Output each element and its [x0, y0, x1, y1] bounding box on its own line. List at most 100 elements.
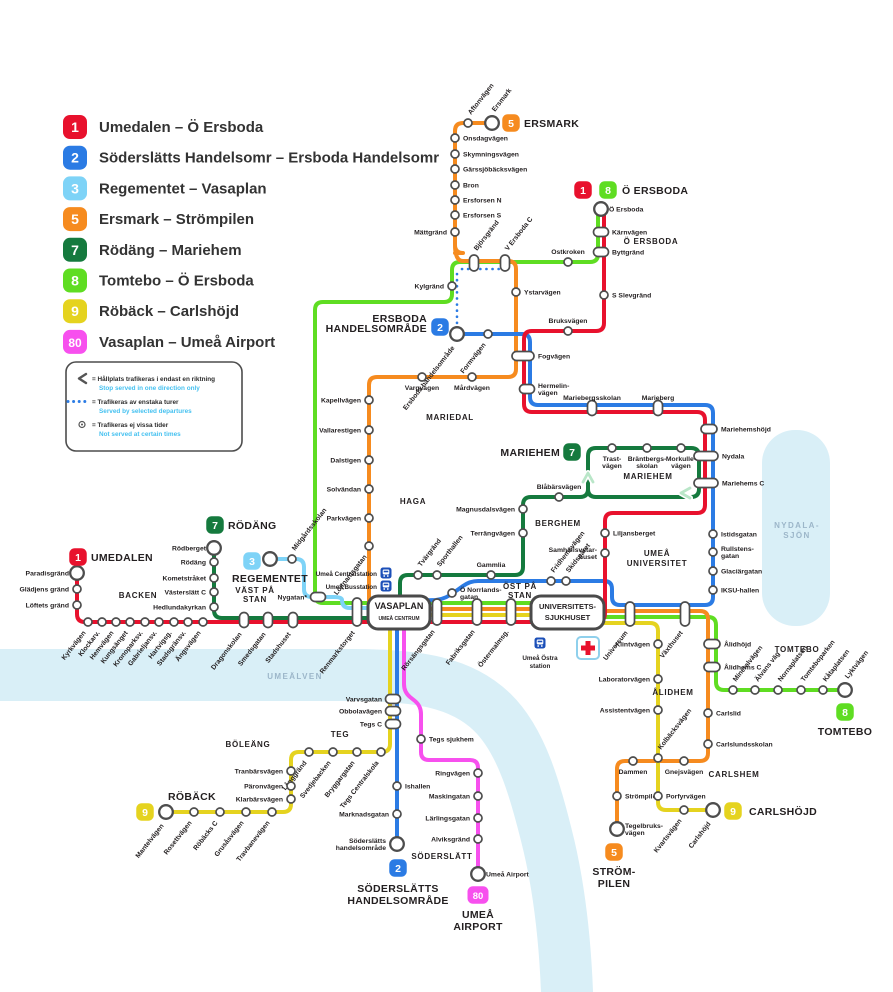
stop-carlslid-label: Carlslid [716, 711, 741, 718]
line-badge-5 [605, 843, 623, 861]
stop-stadsgr-nsv [183, 617, 193, 627]
line-badge-num-9: 9 [730, 806, 736, 818]
not-served-icon [78, 420, 86, 429]
legend-badge-1 [63, 115, 87, 139]
stop-kylgr-nd [447, 281, 457, 291]
stop-v-stersl-tt-c [209, 587, 219, 597]
stop-l-ftets-gr-nd-label: Löftets gränd [26, 603, 69, 610]
stop-p-ronv-gen-label: Päronvägen [244, 784, 283, 791]
area-label-st-p: ÖST PÅ [503, 582, 537, 591]
stop-k-rnv-gen-label: Kärnvägen [612, 230, 647, 237]
lake-nydalasjon [762, 430, 830, 626]
stop-obbolav-gen [384, 705, 402, 717]
stop-sporthallen [432, 570, 442, 580]
stop-tegelbruks-v-gen [609, 821, 625, 837]
one-direction-chevron-icon [679, 486, 692, 500]
legend-badge-5 [63, 207, 87, 232]
stop-ystarv-gen-label: Ystarvägen [524, 290, 561, 297]
dotted-line-icon [66, 400, 70, 403]
stop-klarb-rsv-gen [286, 794, 296, 804]
stop-mariehemsh-jd-label: Mariehemshöjd [721, 427, 771, 434]
stop-gl-djens-gr-nd [72, 584, 82, 594]
stop-porfyrv-gen-label: Porfyrvägen [666, 794, 706, 801]
stop-ersmark [484, 115, 500, 131]
stop-svedjebacken [328, 747, 338, 757]
stop-istidsgatan-label: Istidsgatan [721, 532, 757, 539]
stop-kolb-cksv-gen [653, 753, 663, 763]
stop-nygatan [309, 591, 327, 603]
stop-morkulle-v-gen [676, 443, 686, 453]
stop-tegs-c [384, 718, 402, 730]
stop-solv-ndan-label: Solvändan [327, 487, 361, 494]
line-badge-num-1: 1 [580, 185, 586, 197]
stop-skidsp-ret [561, 576, 571, 586]
stop-tegelbruks-v-gen-label: Tegelbruks-vägen [625, 823, 663, 837]
legend-badge-num-1: 1 [71, 119, 79, 135]
stop-kapellv-gen [364, 395, 374, 405]
area-label-mariedal: MARIEDAL [426, 413, 474, 422]
stop-byttgr-nd [592, 246, 610, 258]
train-station-icon [534, 637, 546, 649]
stop-paradisgr-nd-label: Paradisgränd [26, 571, 69, 578]
stop-mariebergsskolan-label: Mariebergsskolan [563, 395, 621, 402]
stop-fridhemsv-gen [546, 576, 556, 586]
legend-badge-num-8: 8 [71, 273, 79, 289]
stop-maskingatan [473, 791, 483, 801]
stop-r-dberget [206, 540, 222, 556]
terminus-label-ume: UMEÅ [462, 908, 494, 921]
stop-bl-b-rsv-gen-label: Blåbärsvägen [537, 483, 582, 491]
stop-ringv-gen-label: Ringvägen [435, 771, 470, 778]
stop-ume-airport-label: Umeå Airport [486, 871, 530, 879]
stop-lyktv-gen [837, 682, 853, 698]
stop-mantelv-gen [158, 804, 174, 820]
stop-formv-gen-label: Formvägen [460, 342, 488, 375]
stop-dalstigen [364, 455, 374, 465]
line-badge-7 [206, 516, 224, 534]
terminus-label-ersboda: ERSBODA [372, 313, 427, 325]
stop-morkulle-v-gen-label: Morkulle-vägen [666, 456, 696, 470]
terminus-label-ersboda: Ö ERSBODA [622, 184, 688, 197]
legend-badge-num-5: 5 [71, 211, 79, 227]
line-badge-3 [243, 552, 261, 570]
line-badge-num-80: 80 [473, 891, 484, 902]
station-text-ume-stra: Umeå Östra [522, 653, 558, 662]
stop-samh-llsvetar-huset [600, 548, 610, 558]
legend-route-5: Ersmark – Strömpilen [99, 211, 254, 228]
line-badge-8 [836, 703, 854, 721]
line-badge-5 [502, 114, 520, 132]
stop-gabrieljansv [154, 617, 164, 627]
terminus-label-handelsomr-de: HANDELSOMRÅDE [347, 894, 448, 907]
legend-badge-num-2: 2 [71, 150, 79, 166]
line-badge-num-7: 7 [569, 447, 575, 459]
stop-rullstens-gatan [708, 547, 718, 557]
line-badge-8 [599, 181, 617, 199]
one-direction-chevron-icon [77, 372, 88, 385]
stop-v-xthuset [679, 601, 691, 627]
stop-k-rnv-gen [592, 226, 610, 238]
stop-terr-ngv-gen-label: Terrängvägen [471, 531, 515, 538]
terminus-label-ersmark: ERSMARK [524, 118, 579, 130]
stop-v-stersl-tt-c-label: Västerslätt C [164, 590, 206, 597]
stop-magnusdalsv-gen-label: Magnusdalsvägen [456, 507, 515, 514]
stop-trast-v-gen [607, 443, 617, 453]
stop-bron [450, 180, 460, 190]
stop-klockarv [97, 617, 107, 627]
legend-route-9: Röbäck – Carlshöjd [99, 303, 239, 320]
stop-parkv-gen-label: Parkvägen [327, 516, 361, 523]
line-badge-num-2: 2 [437, 322, 443, 334]
stop-vargv-gen-label: Vargvägen [405, 385, 439, 392]
stop-g-rssj-b-cksv-gen [450, 164, 460, 174]
stop-bryggargatan [352, 747, 362, 757]
stop-carlslundsskolan-label: Carlslundsskolan [716, 742, 773, 749]
stop-ersforsen-n-label: Ersforsen N [463, 198, 502, 205]
stop-br-ntbergs-skolan-label: Bräntbergs-skolan [628, 456, 667, 470]
legend-route-2: Söderslätts Handelsomr – Ersboda Handels… [99, 150, 439, 167]
legend-badge-7 [63, 237, 87, 262]
stop-v-ersboda-c-label: V Ersboda C [504, 216, 534, 252]
stop-nydala [693, 450, 719, 462]
stop-stadshuset [287, 611, 299, 629]
line-badge-num-1: 1 [75, 552, 81, 564]
stop-assistentv-gen-label: Assistentvägen [600, 708, 650, 715]
legend-badge-num-80: 80 [68, 336, 82, 350]
